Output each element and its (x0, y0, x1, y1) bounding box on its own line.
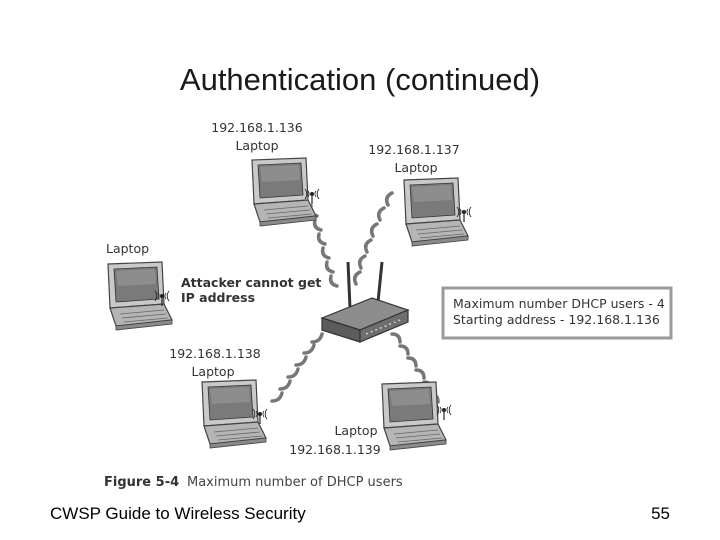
laptop-attacker: Laptop Attacker cannot get IP address (106, 241, 321, 331)
laptop-ip: 192.168.1.136 (211, 120, 302, 135)
signal-waves (270, 191, 440, 404)
dhcp-max-users: Maximum number DHCP users - 4 (453, 296, 665, 311)
attacker-note-line2: IP address (181, 290, 255, 305)
laptop-139: Laptop 192.168.1.139 (289, 381, 452, 457)
page-number: 55 (651, 504, 670, 523)
laptop-label: Laptop (235, 138, 278, 153)
figure-number: Figure 5-4 (104, 475, 179, 490)
laptop-label: Laptop (334, 423, 377, 438)
laptop-138: 192.168.1.138 Laptop (169, 346, 268, 449)
attacker-note-line1: Attacker cannot get (181, 275, 321, 290)
slide-title: Authentication (continued) (179, 62, 541, 97)
dhcp-settings-box: Maximum number DHCP users - 4 Starting a… (441, 286, 673, 340)
laptop-136: 192.168.1.136 Laptop (211, 120, 320, 227)
wireless-router (320, 261, 410, 343)
laptop-ip: 192.168.1.139 (289, 442, 380, 457)
laptop-ip: 192.168.1.137 (368, 142, 459, 157)
dhcp-start-address: Starting address - 192.168.1.136 (453, 312, 660, 327)
laptop-label: Laptop (394, 160, 437, 175)
footer-course-title: CWSP Guide to Wireless Security (50, 504, 306, 523)
laptop-ip: 192.168.1.138 (169, 346, 260, 361)
laptop-label: Laptop (106, 241, 149, 256)
laptop-label: Laptop (191, 364, 234, 379)
figure-caption: Maximum number of DHCP users (187, 475, 403, 490)
laptop-137: 192.168.1.137 Laptop (368, 142, 472, 247)
